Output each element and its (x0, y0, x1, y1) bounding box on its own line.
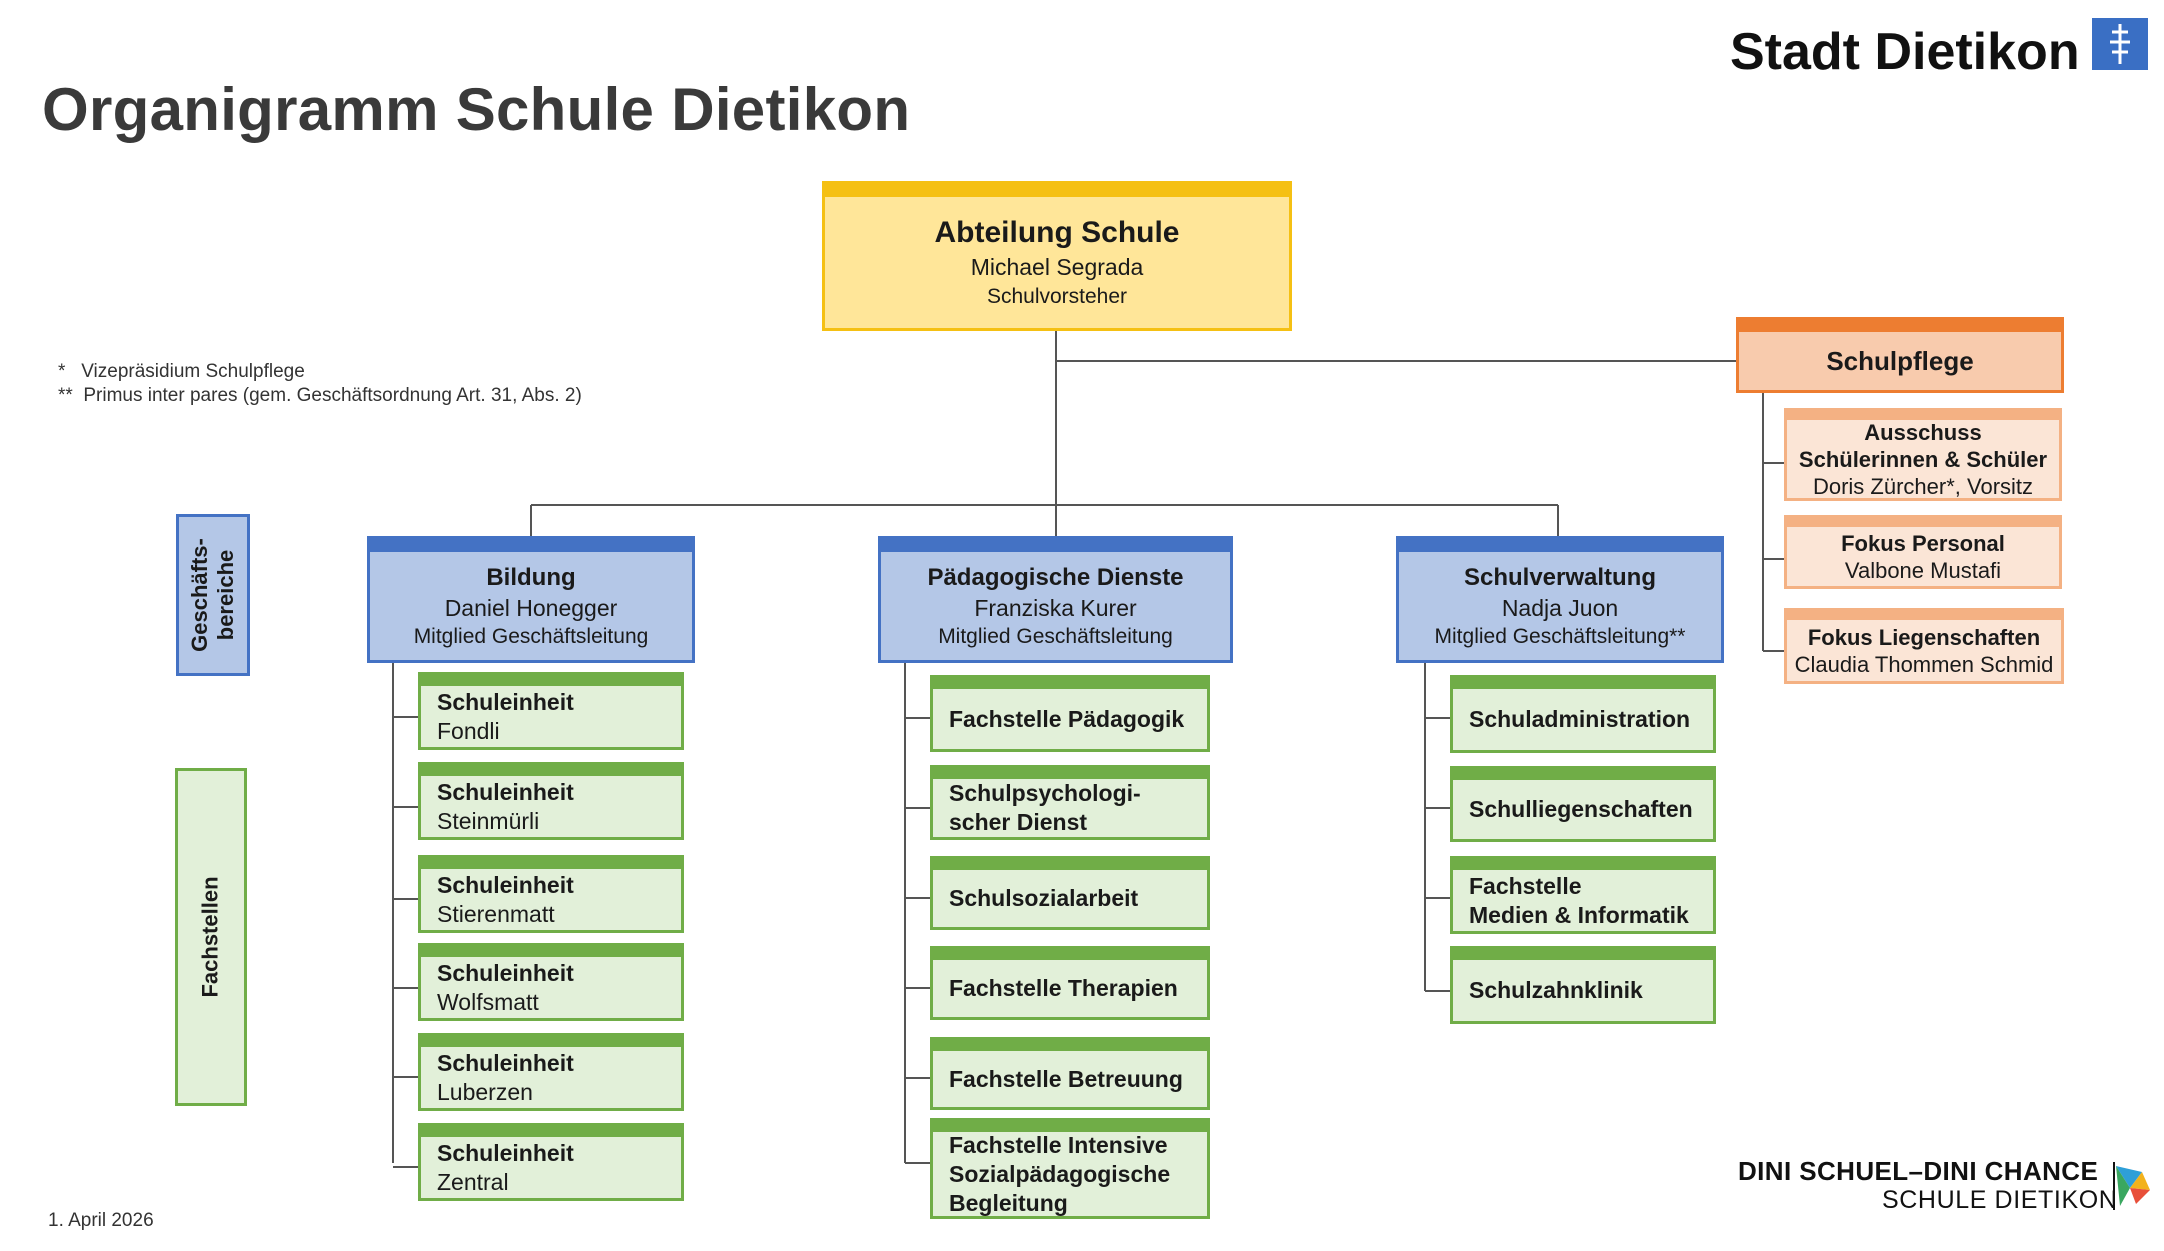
unit-fachstelle-paedagogik: Fachstelle Pädagogik (930, 675, 1210, 752)
abteilung-schule-box: Abteilung Schule Michael Segrada Schulvo… (822, 181, 1292, 331)
top-name: Michael Segrada (970, 254, 1144, 280)
schulpflege-ausschuss: Ausschuss Schülerinnen & Schüler Doris Z… (1784, 408, 2062, 501)
top-title: Abteilung Schule (934, 216, 1180, 249)
schulpflege-title: Schulpflege (1826, 345, 1974, 376)
footnote-2: ** Primus inter pares (gem. Geschäftsord… (58, 385, 582, 406)
unit-schuleinheit-stierenmatt: Schuleinheit Stierenmatt (418, 855, 684, 933)
department-bildung: Bildung Daniel Honegger Mitglied Geschäf… (367, 536, 695, 663)
brand-slogan: DINI SCHUEL–DINI CHANCE (1738, 1156, 2099, 1186)
unit-schuleinheit-fondli: Schuleinheit Fondli (418, 672, 684, 750)
unit-fachstelle-intensive-sozialpaedagogische-begleitung: Fachstelle Intensive Sozialpädagogische … (930, 1118, 1210, 1219)
unit-schuleinheit-zentral: Schuleinheit Zentral (418, 1123, 684, 1201)
unit-schulliegenschaften: Schulliegenschaften (1450, 766, 1716, 842)
unit-fachstelle-therapien: Fachstelle Therapien (930, 946, 1210, 1020)
schulpflege-box: Schulpflege (1736, 317, 2064, 393)
department-paedagogische-dienste: Pädagogische Dienste Franziska Kurer Mit… (878, 536, 1233, 663)
footnotes: * Vizepräsidium Schulpflege ** Primus in… (58, 360, 582, 408)
page-title: Organigramm Schule Dietikon (42, 76, 911, 143)
unit-schuleinheit-wolfsmatt: Schuleinheit Wolfsmatt (418, 943, 684, 1021)
label-geschaeftsbereiche: Geschäfts- bereiche (176, 514, 250, 676)
city-crest-logo (2092, 18, 2148, 70)
department-schulverwaltung: Schulverwaltung Nadja Juon Mitglied Gesc… (1396, 536, 1724, 663)
unit-schulpsychologischer-dienst: Schulpsychologi- scher Dienst (930, 765, 1210, 840)
footnote-1: * Vizepräsidium Schulpflege (58, 361, 305, 382)
unit-schuleinheit-luberzen: Schuleinheit Luberzen (418, 1033, 684, 1111)
unit-schuladministration: Schuladministration (1450, 675, 1716, 753)
label-fachstellen: Fachstellen (175, 768, 247, 1106)
unit-fachstelle-betreuung: Fachstelle Betreuung (930, 1037, 1210, 1110)
unit-schulsozialarbeit: Schulsozialarbeit (930, 856, 1210, 930)
city-name: Stadt Dietikon (1730, 23, 2080, 81)
top-role: Schulvorsteher (986, 285, 1128, 308)
unit-fachstelle-medien-informatik: Fachstelle Medien & Informatik (1450, 856, 1716, 934)
schulpflege-fokus-personal: Fokus Personal Valbone Mustafi (1784, 515, 2062, 589)
brand-logo-icon (2112, 1162, 2152, 1215)
unit-schuleinheit-steinmuerli: Schuleinheit Steinmürli (418, 762, 684, 840)
brand-name: SCHULE DIETIKON (1882, 1186, 2118, 1214)
schulpflege-fokus-liegenschaften: Fokus Liegenschaften Claudia Thommen Sch… (1784, 608, 2064, 684)
unit-schulzahnklinik: Schulzahnklinik (1450, 946, 1716, 1024)
date-label: 1. April 2026 (48, 1210, 154, 1231)
